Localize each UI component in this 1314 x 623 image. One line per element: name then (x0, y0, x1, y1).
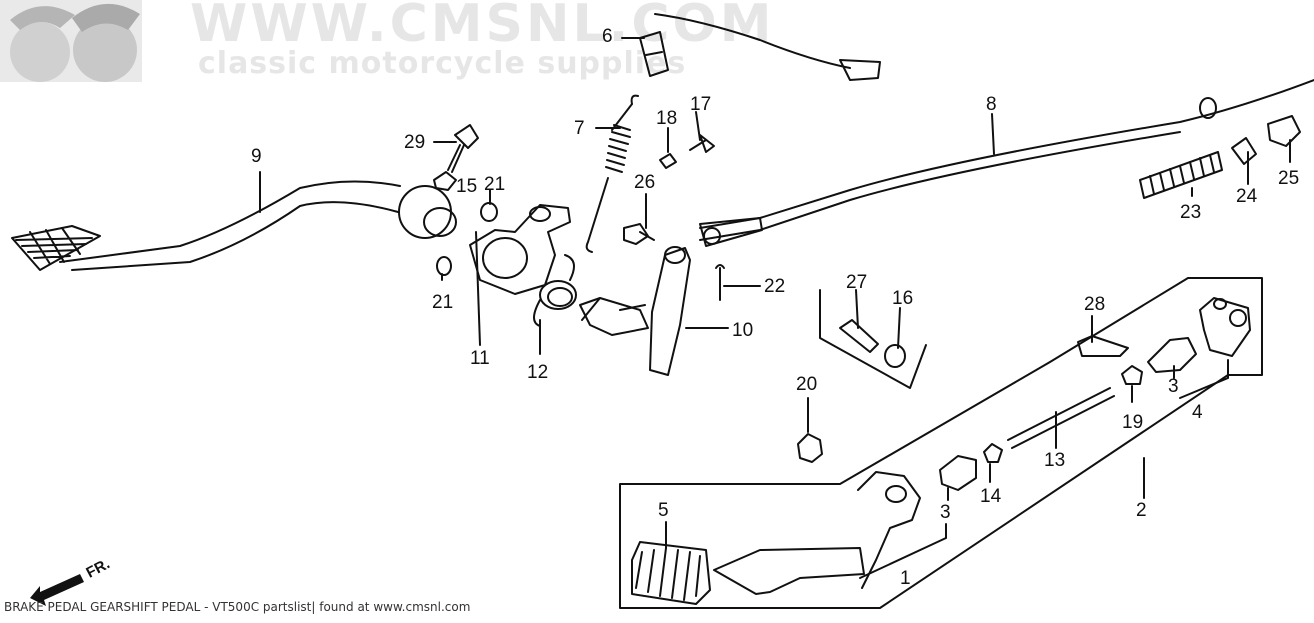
callout-25: 25 (1278, 168, 1299, 189)
callout-8: 8 (986, 94, 997, 115)
callout-15: 15 (456, 176, 477, 197)
callout-6: 6 (602, 26, 613, 47)
brake-switch-6 (639, 13, 881, 81)
gearshift-assembly-2 (619, 277, 1263, 609)
return-spring-7 (585, 94, 639, 253)
callout-27: 27 (846, 272, 867, 293)
shaft-arm-10 (579, 246, 691, 376)
callout-21-upper: 21 (484, 174, 505, 195)
callout-26: 26 (634, 172, 655, 193)
callout-21-lower: 21 (432, 292, 453, 313)
callout-23: 23 (1180, 202, 1201, 223)
callout-16: 16 (892, 288, 913, 309)
callout-3-upper: 3 (1168, 376, 1179, 397)
bracket-27-16 (819, 289, 927, 389)
pedal-rubber-5 (631, 541, 711, 605)
callout-9: 9 (251, 146, 262, 167)
pivot-arm-11 (469, 204, 571, 295)
callout-19: 19 (1122, 412, 1143, 433)
washer-21-lower (436, 256, 452, 276)
bolt-29 (447, 124, 479, 173)
callout-13: 13 (1044, 450, 1065, 471)
callout-20: 20 (796, 374, 817, 395)
joint-3-upper (1147, 337, 1197, 373)
clevis-pin-26 (623, 223, 655, 245)
callout-17: 17 (690, 94, 711, 115)
callout-18: 18 (656, 108, 677, 129)
watermark-tagline: classic motorcycle supplies (198, 46, 687, 81)
linkage-end-4 (1199, 297, 1251, 357)
nut-25 (1267, 115, 1301, 147)
leader-lines (259, 37, 1291, 579)
callout-5: 5 (658, 500, 669, 521)
gearshift-pedal-1 (713, 471, 921, 595)
callout-3-lower: 3 (940, 502, 951, 523)
joint-3-lower (939, 455, 977, 491)
nut-20 (797, 433, 823, 463)
callout-28: 28 (1084, 294, 1105, 315)
corner-photo (0, 0, 142, 82)
nut-19 (1121, 365, 1143, 385)
nut-18 (659, 153, 677, 169)
callout-4: 4 (1192, 402, 1203, 423)
cotter-pin-22 (715, 264, 725, 301)
callout-2: 2 (1136, 500, 1147, 521)
nut-14 (983, 443, 1003, 463)
callout-7: 7 (574, 118, 585, 139)
bolt-17 (689, 134, 715, 153)
nut-15 (433, 171, 457, 191)
callout-10: 10 (732, 320, 753, 341)
callout-11: 11 (470, 348, 490, 369)
callout-labels: 9 29 15 21 21 11 12 6 7 18 17 26 8 23 24… (251, 26, 1299, 589)
callout-24: 24 (1236, 186, 1258, 207)
diagram-caption: BRAKE PEDAL GEARSHIFT PEDAL - VT500C par… (4, 600, 471, 614)
callout-1: 1 (900, 568, 911, 589)
bolt-28 (1077, 335, 1129, 357)
callout-22: 22 (764, 276, 785, 297)
callout-12: 12 (527, 362, 548, 383)
tie-rod-13 (1007, 387, 1115, 449)
collar-21-upper (480, 202, 498, 222)
brake-rod-8 (699, 79, 1314, 247)
spring-23 (1139, 151, 1223, 199)
brake-pedal (11, 180, 457, 271)
watermark-url: WWW.CMSNL.COM (190, 0, 775, 54)
spring-12 (533, 254, 577, 327)
callout-14: 14 (980, 486, 1002, 507)
front-arrow-icon (30, 574, 84, 606)
callout-29: 29 (404, 132, 425, 153)
collar-24 (1231, 137, 1257, 165)
washer-16 (884, 344, 906, 368)
bolt-27 (839, 319, 879, 353)
